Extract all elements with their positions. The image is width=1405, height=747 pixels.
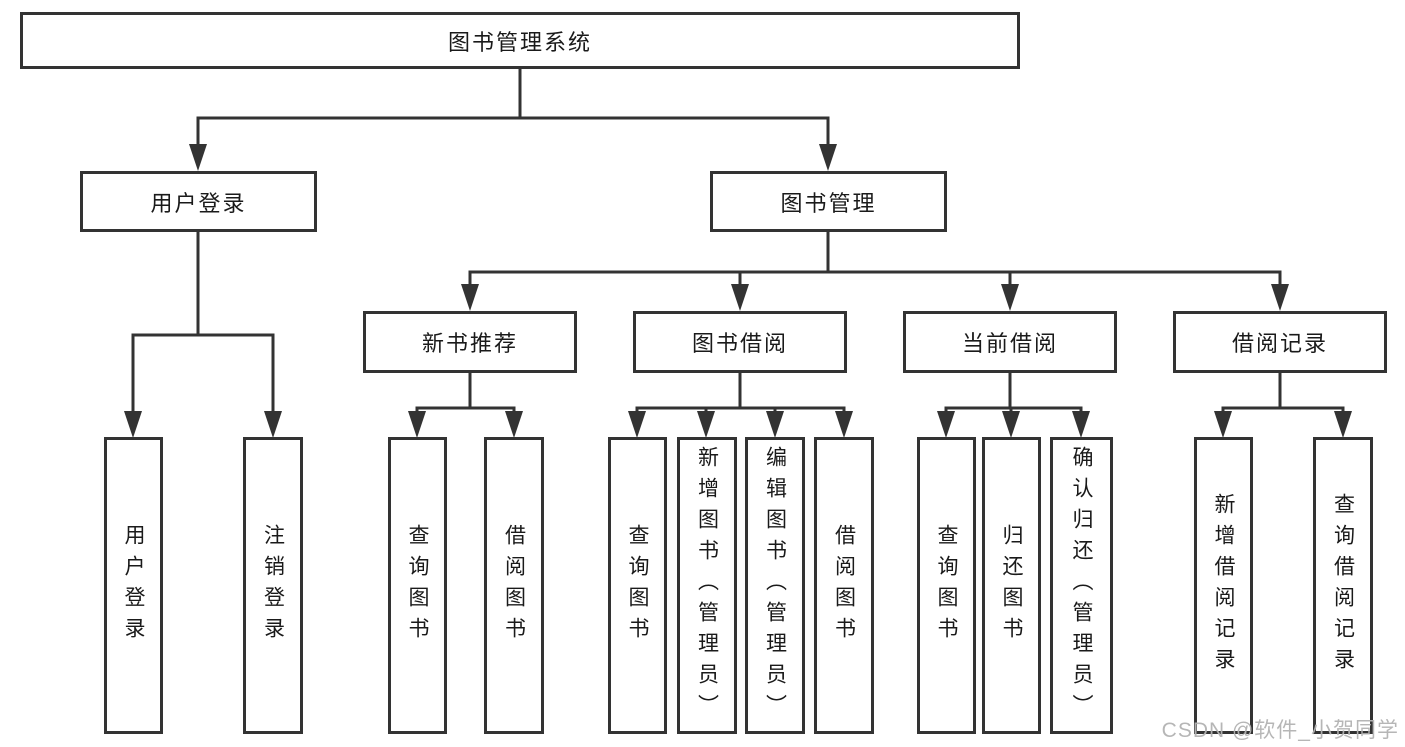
leaf-return-book: 归还图书 — [982, 437, 1041, 734]
node-borrow-records: 借阅记录 — [1173, 311, 1387, 373]
leaf-logout-label: 注销登录 — [261, 523, 285, 648]
node-borrow-records-label: 借阅记录 — [1231, 331, 1328, 356]
leaf-confirm-return-admin-label: 确认归还（管理员） — [1070, 446, 1093, 725]
leaf-recommend-borrow-books: 借阅图书 — [484, 437, 544, 734]
leaf-user-login-label: 用户登录 — [122, 523, 145, 648]
node-new-book-recommend: 新书推荐 — [363, 311, 577, 373]
leaf-borrow-books: 借阅图书 — [814, 437, 874, 734]
node-new-book-recommend-label: 新书推荐 — [421, 331, 518, 356]
leaf-query-borrow-record: 查询借阅记录 — [1313, 437, 1373, 734]
node-current-borrow: 当前借阅 — [903, 311, 1117, 373]
leaf-add-book-admin-label: 新增图书（管理员） — [695, 446, 719, 725]
node-root: 图书管理系统 — [20, 12, 1020, 69]
leaf-add-book-admin: 新增图书（管理员） — [677, 437, 737, 734]
leaf-recommend-query-books: 查询图书 — [388, 437, 447, 734]
leaf-user-login: 用户登录 — [104, 437, 163, 734]
leaf-current-query-books: 查询图书 — [917, 437, 976, 734]
leaf-return-book-label: 归还图书 — [1000, 523, 1023, 648]
leaf-current-query-books-label: 查询图书 — [935, 523, 958, 648]
leaf-recommend-query-books-label: 查询图书 — [406, 523, 429, 648]
node-current-borrow-label: 当前借阅 — [961, 331, 1058, 356]
leaf-add-borrow-record-label: 新增借阅记录 — [1212, 492, 1235, 679]
leaf-confirm-return-admin: 确认归还（管理员） — [1050, 437, 1113, 734]
node-book-management-label: 图书管理 — [780, 190, 877, 216]
leaf-borrow-query-books: 查询图书 — [608, 437, 667, 734]
node-book-management: 图书管理 — [710, 171, 947, 232]
leaf-logout: 注销登录 — [243, 437, 303, 734]
leaf-edit-book-admin: 编辑图书（管理员） — [745, 437, 805, 734]
node-root-label: 图书管理系统 — [447, 29, 592, 55]
leaf-borrow-query-books-label: 查询图书 — [626, 523, 649, 648]
node-user-login: 用户登录 — [80, 171, 317, 232]
leaf-recommend-borrow-books-label: 借阅图书 — [502, 523, 526, 648]
arrowheads — [124, 144, 1352, 438]
leaf-query-borrow-record-label: 查询借阅记录 — [1331, 492, 1355, 679]
leaf-borrow-books-label: 借阅图书 — [832, 523, 856, 648]
csdn-watermark: CSDN @软件_小贺同学 — [1161, 719, 1399, 742]
node-book-borrow: 图书借阅 — [633, 311, 847, 373]
node-book-borrow-label: 图书借阅 — [691, 331, 788, 356]
node-user-login-label: 用户登录 — [150, 190, 247, 216]
leaf-add-borrow-record: 新增借阅记录 — [1194, 437, 1253, 734]
leaf-edit-book-admin-label: 编辑图书（管理员） — [763, 446, 787, 725]
